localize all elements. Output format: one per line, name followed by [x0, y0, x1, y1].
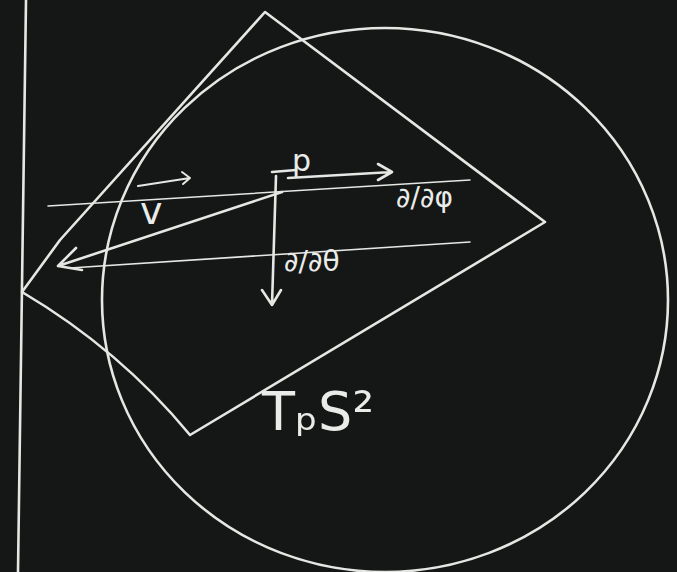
math-label: p: [292, 146, 311, 176]
vector-arrow: [58, 192, 282, 270]
math-label: v: [140, 192, 163, 230]
math-label: ∂/∂φ: [396, 184, 453, 212]
sphere-circle: [102, 28, 668, 572]
math-label: TₚS²: [262, 385, 374, 439]
vector-mark: [138, 172, 190, 186]
tangent-plane: [22, 12, 545, 435]
math-label: ∂/∂θ: [284, 248, 340, 276]
plane-line: [70, 242, 470, 268]
